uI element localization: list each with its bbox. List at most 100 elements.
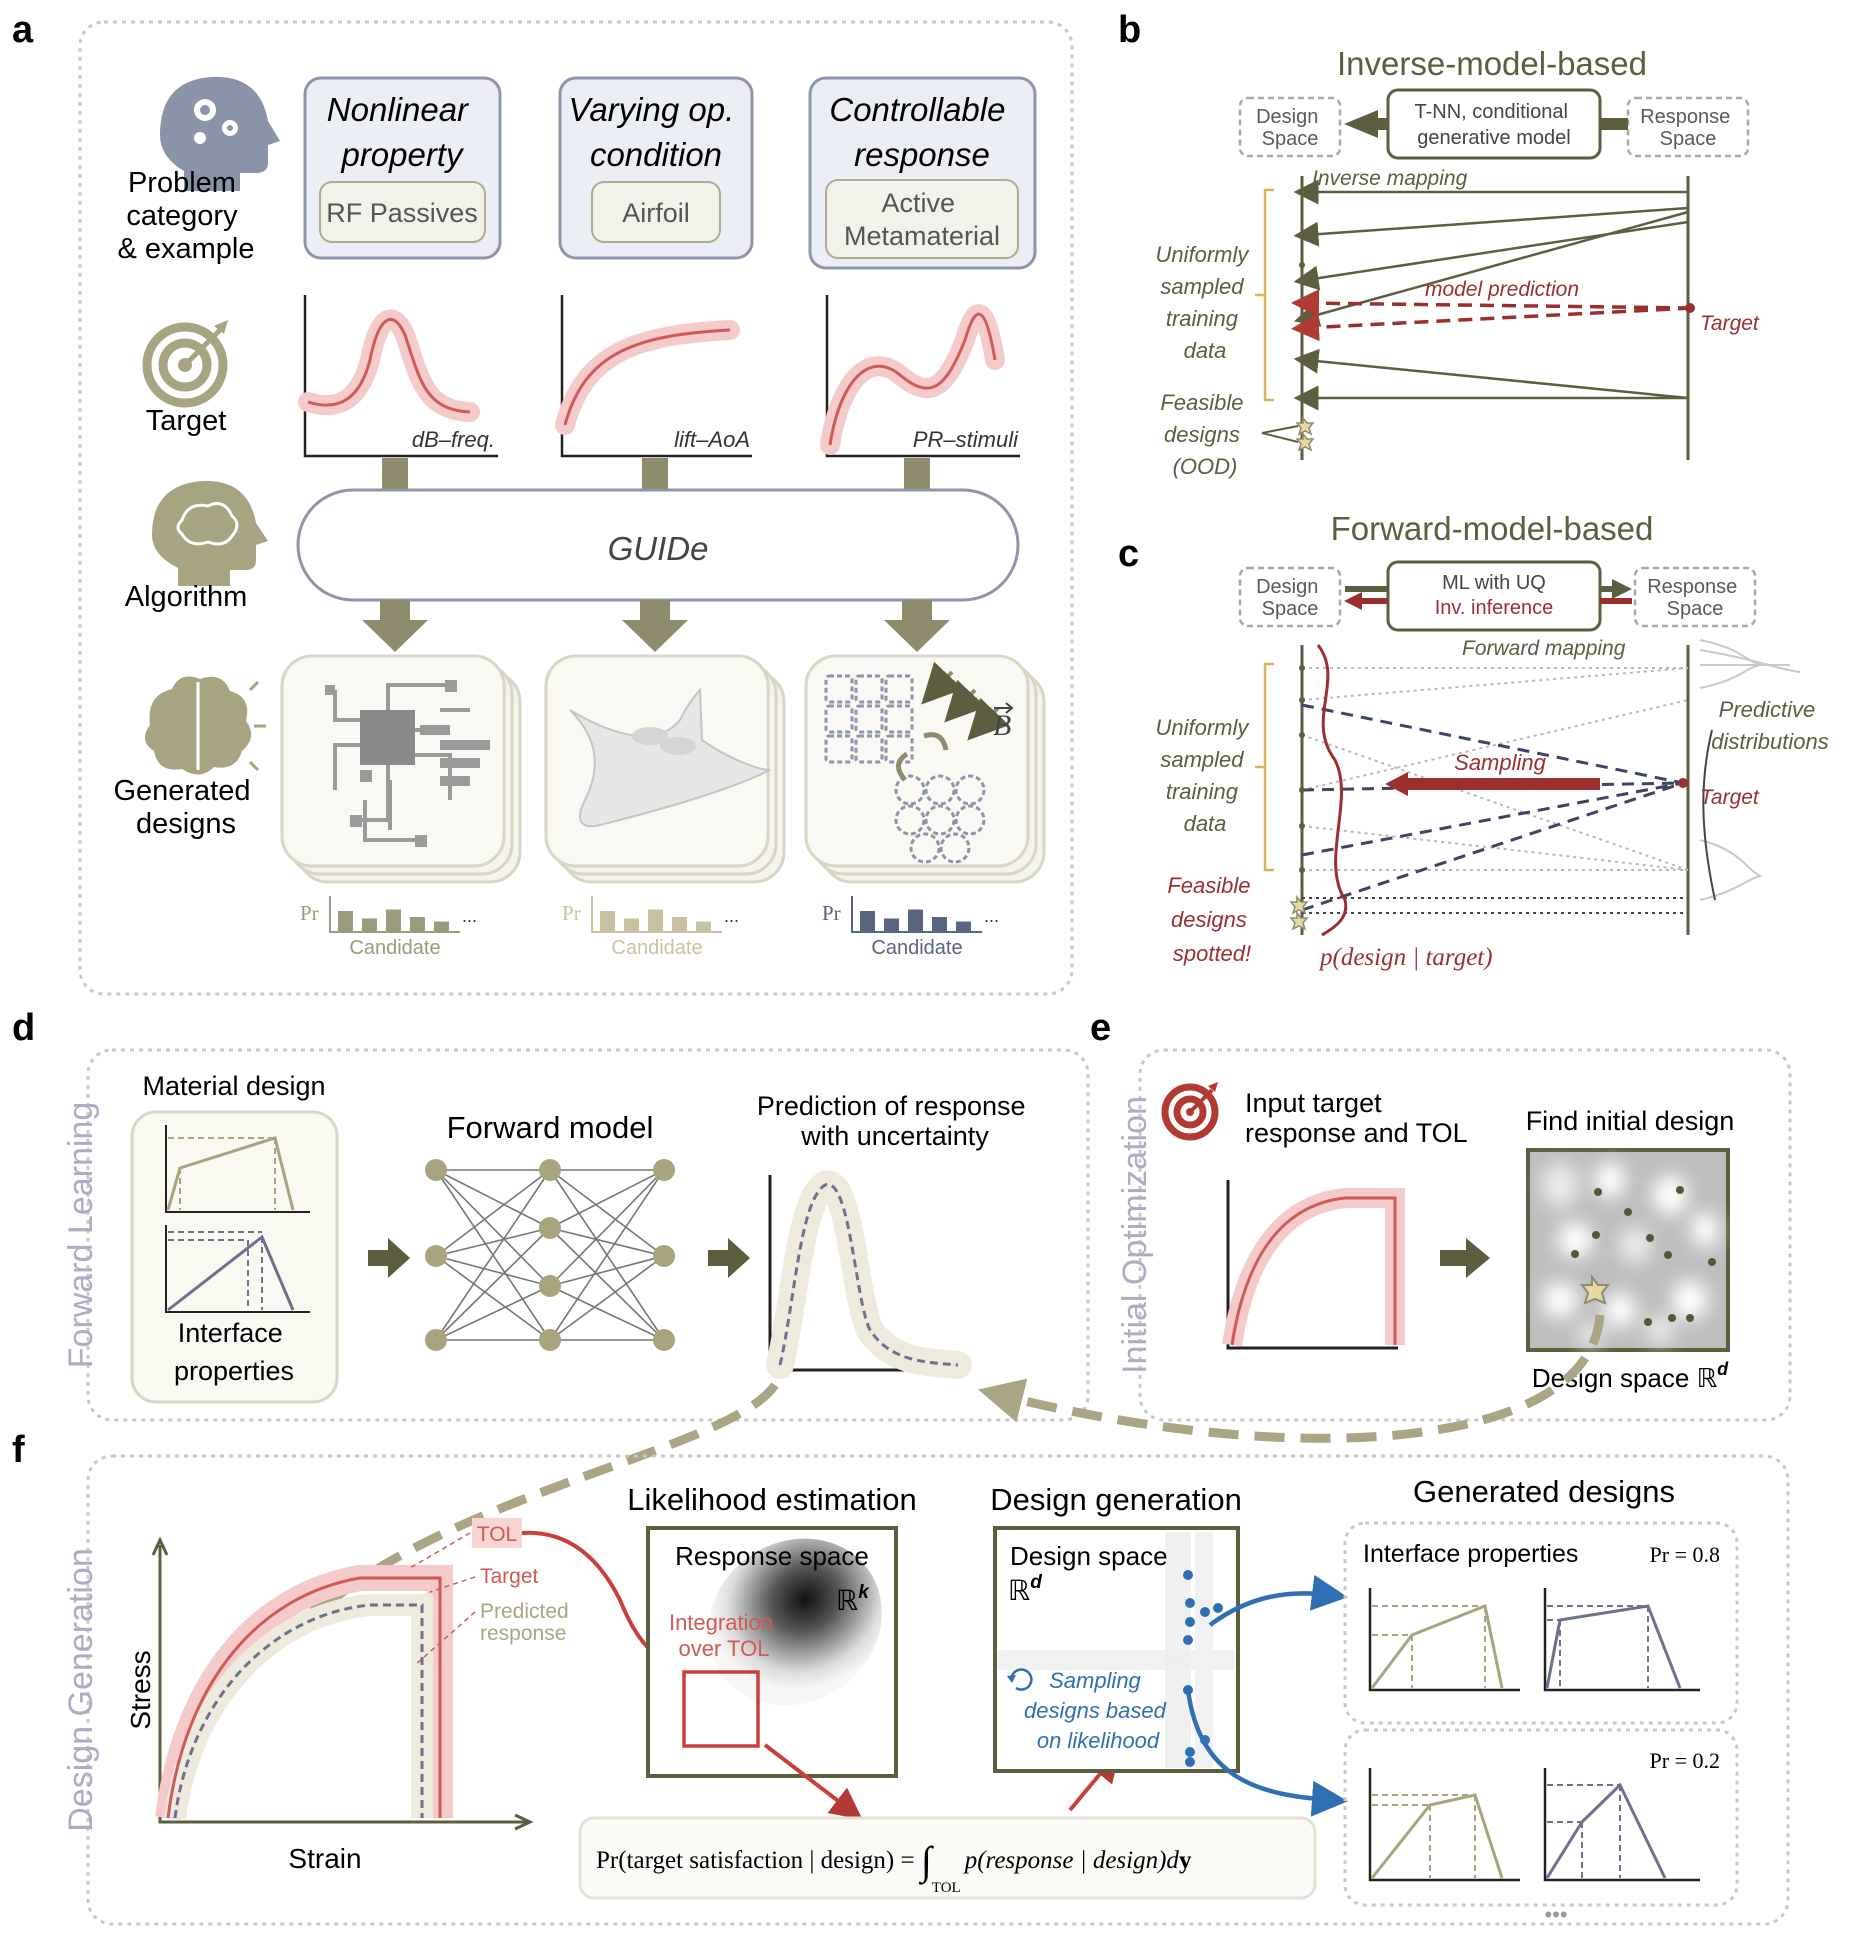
target-axis-label: PR–stimuli: [913, 427, 1019, 452]
sample-dot: [1299, 787, 1305, 793]
category-box-varying: Varying op. condition Airfoil: [558, 76, 754, 260]
design-gen-title: Design generation: [990, 1482, 1242, 1517]
candidate-bar: [600, 911, 615, 932]
dashed-mapping-line: [1301, 781, 1684, 912]
formula-lhs: Pr(target satisfaction | design) =: [596, 1847, 921, 1874]
nn-node: [653, 1329, 675, 1351]
prediction-plot: [766, 1170, 972, 1379]
candidate-bar: [908, 909, 923, 932]
forward-model-box-c: [1386, 560, 1602, 632]
nn-edge: [549, 1227, 665, 1257]
sample-dot: [1299, 395, 1305, 401]
feasible-label-c: Feasible designs spotted!: [1167, 873, 1256, 966]
panel-letter-e: e: [1090, 1007, 1111, 1049]
row-label-problem: Problem category & example: [117, 167, 254, 265]
integration-line: Integration: [669, 1610, 773, 1635]
panel-a-frame: [78, 20, 1074, 996]
nn-edge: [435, 1169, 551, 1257]
interface-props-label: Interface properties: [1363, 1540, 1578, 1568]
material-curve-1: [165, 1125, 310, 1213]
category-title-line: property: [340, 136, 465, 173]
gen-curve-2b: [1543, 1768, 1700, 1882]
prediction-label: Prediction of response with uncertainty: [757, 1091, 1033, 1151]
target-icon: [142, 320, 228, 408]
sample-dot: [1299, 357, 1305, 363]
sample-dot: [1299, 315, 1305, 321]
neural-network-diagram: [425, 1159, 675, 1351]
category-example: Airfoil: [622, 198, 690, 228]
training-data-line: Uniformly: [1155, 242, 1250, 267]
category-box-nonlinear: Nonlinear property RF Passives: [303, 76, 502, 260]
nn-node: [425, 1159, 447, 1181]
mapping-line: [1301, 667, 1689, 701]
row-label-problem-line: category: [126, 200, 238, 232]
category-example: Active Metamaterial: [844, 188, 1000, 251]
candidate-ellipsis: ...: [724, 906, 739, 926]
arrow-d-to-f: [302, 1382, 779, 1625]
target-label-c: Target: [1700, 786, 1760, 809]
training-data-label-b: Uniformly sampled training data: [1155, 242, 1254, 363]
sampling-label-f: Sampling designs based on likelihood: [1024, 1668, 1172, 1753]
design-space-rd-label: Design space ℝd: [1532, 1359, 1729, 1393]
refresh-icon: [1007, 1668, 1033, 1691]
rk-label: ℝk: [836, 1582, 870, 1616]
nn-edge: [435, 1255, 551, 1341]
mapping-line: [1293, 220, 1689, 291]
input-target-line: Input target: [1245, 1088, 1382, 1118]
nn-node: [653, 1159, 675, 1181]
head-gears-icon: [160, 76, 280, 191]
gen-curve-1b: [1543, 1588, 1700, 1692]
forward-model-line-1: ML with UQ: [1442, 572, 1546, 594]
design-space-line: Design: [1256, 576, 1318, 598]
target-axis-label: lift–AoA: [674, 427, 750, 452]
likelihood-title: Likelihood estimation: [627, 1482, 917, 1517]
tol-region: [682, 1670, 760, 1748]
forward-mapping-lines: [1299, 665, 1689, 914]
candidate-axis-label: Pr: [300, 901, 319, 925]
candidate-bar: [648, 909, 663, 932]
row-label-problem-line: & example: [117, 233, 254, 265]
mapping-line: [1293, 210, 1689, 327]
predicted-line: response: [480, 1622, 566, 1645]
find-initial-label: Find initial design: [1526, 1106, 1735, 1136]
panel-letter-d: d: [12, 1007, 35, 1049]
response-space-line: Space: [1660, 128, 1717, 150]
integration-label: Integration over TOL: [669, 1610, 779, 1661]
nn-edge: [435, 1169, 551, 1229]
target-label-f: Target: [480, 1565, 539, 1588]
response-space-label: Response Space: [1640, 106, 1736, 150]
category-title-line: Controllable: [829, 91, 1005, 128]
forward-model-line-2: Inv. inference: [1435, 597, 1554, 619]
brain-spark-icon: [144, 676, 266, 775]
training-data-line: sampled: [1160, 274, 1244, 299]
inverse-mapping-label: Inverse mapping: [1312, 167, 1468, 190]
training-data-line: training: [1166, 306, 1239, 331]
nn-node: [539, 1217, 561, 1239]
response-space-title-f: Response space: [675, 1541, 869, 1571]
rd-label: ℝd: [1008, 1572, 1042, 1606]
candidate-ellipsis: ...: [462, 906, 477, 926]
more-ellipsis: •••: [1544, 1902, 1567, 1927]
mapping-line: [1301, 699, 1689, 791]
target-axis-label: dB–freq.: [412, 427, 495, 452]
category-title-line: Nonlinear: [327, 91, 470, 128]
sampling-line: Sampling: [1049, 1668, 1141, 1693]
sample-dot: [1299, 277, 1305, 283]
panel-c: Forward-model-based Design Space Respons…: [1155, 510, 1828, 971]
candidate-label: Candidate: [871, 937, 962, 959]
category-example-line: Metamaterial: [844, 221, 1000, 251]
panel-letter-b: b: [1118, 9, 1141, 51]
target-label-b: Target: [1700, 312, 1760, 335]
sample-dot: [1299, 823, 1305, 829]
response-space-line: Response: [1640, 106, 1730, 128]
generated-designs-title: Generated designs: [1413, 1474, 1675, 1509]
nn-edge: [549, 1285, 665, 1341]
mapping-line: [1301, 734, 1689, 871]
model-prediction-label: model prediction: [1425, 278, 1579, 301]
panel-f-frame: [86, 1454, 1790, 1926]
category-title-line: Varying op.: [569, 91, 735, 128]
prediction-line: with uncertainty: [800, 1121, 989, 1151]
category-title-line: condition: [590, 136, 722, 173]
arrow-e-to-d: [978, 1314, 1605, 1443]
